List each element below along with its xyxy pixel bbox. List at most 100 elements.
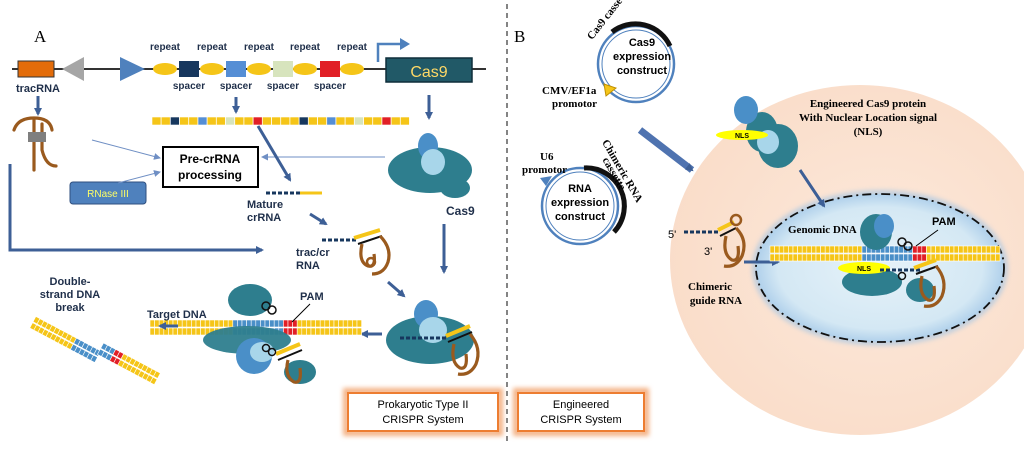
- dna-segment: [158, 327, 165, 336]
- repeat-label: repeat: [197, 42, 228, 53]
- rna-plasmid: [540, 165, 627, 246]
- spacer-label: spacer: [173, 81, 205, 92]
- cas9-gene-label: Cas9: [410, 64, 447, 81]
- dna-segment: [811, 253, 817, 262]
- dna-segment: [893, 253, 900, 262]
- pre-crrna-segment: [381, 116, 392, 126]
- tracrna-hairpin: [12, 116, 58, 172]
- dna-segment: [838, 245, 844, 254]
- repeat-labels: repeat repeat repeat repeat repeat: [150, 42, 368, 53]
- pre-crrna-segment: [326, 116, 337, 126]
- pre-crrna-segment: [243, 116, 254, 126]
- dna-segment: [875, 253, 881, 262]
- precrrna-label-2: processing: [178, 168, 242, 182]
- prokaryotic-system-box: [347, 392, 499, 432]
- pre-crrna-segment: [216, 116, 226, 126]
- dna-segment: [880, 253, 886, 262]
- trac-cr-rna-duplex: [322, 228, 391, 276]
- dna-segment: [356, 319, 362, 328]
- pre-crrna-segment: [252, 116, 263, 126]
- engineered-system-box: [517, 392, 645, 432]
- dna-segment: [861, 253, 867, 262]
- dna-segment: [967, 253, 973, 262]
- engineered-cas9-protein: [716, 96, 798, 168]
- dna-segment: [352, 319, 358, 328]
- cas9-gene: [385, 57, 473, 83]
- dna-segment: [870, 253, 877, 262]
- dna-segment: [847, 253, 854, 262]
- dna-segment: [232, 319, 238, 328]
- dna-segment: [944, 253, 950, 262]
- dna-segment: [926, 245, 932, 254]
- dna-segment: [834, 253, 840, 262]
- dna-segment: [223, 319, 229, 328]
- pre-crrna-segment: [160, 116, 171, 126]
- dna-segment: [838, 253, 844, 262]
- dna-segment: [195, 319, 201, 328]
- rnase-iii-box: [69, 181, 147, 205]
- dna-segment: [944, 245, 950, 254]
- dna-segment: [347, 319, 353, 328]
- dna-segment: [273, 319, 280, 328]
- cas9-protein-label: Cas9: [446, 204, 475, 218]
- dna-segment: [260, 319, 266, 328]
- dna-segment: [246, 319, 252, 328]
- dna-segment: [301, 327, 307, 336]
- dna-segment: [797, 245, 803, 254]
- dna-segment: [338, 319, 344, 328]
- panel-b-letter: B: [514, 27, 525, 46]
- spacer-4: [320, 61, 340, 77]
- pre-crrna-segment: [335, 116, 346, 126]
- dna-segment: [186, 319, 192, 328]
- dna-segment: [352, 327, 358, 336]
- dna-segment: [191, 319, 197, 328]
- dna-segment: [154, 327, 160, 336]
- dna-segment: [792, 245, 798, 254]
- dna-segment: [172, 327, 178, 336]
- dna-segment: [884, 253, 890, 262]
- dna-segment: [958, 245, 964, 254]
- repeat-label: repeat: [150, 42, 181, 53]
- u6-label-1: U6: [540, 151, 554, 163]
- dna-segment: [237, 319, 243, 328]
- prokaryotic-label-1: Prokaryotic Type II: [378, 399, 469, 411]
- spacer-label: spacer: [314, 81, 346, 92]
- dna-segment: [177, 327, 183, 336]
- pre-crrna-segment: [317, 116, 327, 126]
- dna-segment: [778, 253, 785, 262]
- dna-segment: [154, 319, 160, 328]
- chimeric-guide-label-2: guide RNA: [690, 295, 742, 307]
- dna-segment: [824, 253, 831, 262]
- dna-segment: [301, 319, 307, 328]
- dna-segment: [912, 245, 918, 254]
- promoter-triangle-grey: [62, 57, 84, 81]
- trac-cr-rna-label-2: RNA: [296, 260, 320, 272]
- mature-crrna-label-1: Mature: [247, 199, 283, 211]
- dna-segment: [820, 245, 826, 254]
- dna-segment: [806, 245, 812, 254]
- dna-segment: [310, 327, 316, 336]
- dna-segment: [995, 245, 1001, 254]
- dna-segment: [347, 327, 353, 336]
- dna-segment: [903, 253, 909, 262]
- dna-segment: [329, 327, 335, 336]
- dna-segment: [149, 376, 158, 386]
- dna-segment: [329, 319, 335, 328]
- dna-segment: [306, 327, 312, 336]
- dna-segment: [338, 327, 344, 336]
- dna-segment: [319, 319, 326, 328]
- dna-segment: [806, 253, 812, 262]
- pre-crrna-segment: [197, 116, 208, 126]
- dna-segment: [939, 253, 946, 262]
- dna-segment: [306, 319, 312, 328]
- dna-segment: [815, 253, 821, 262]
- dna-segment: [981, 253, 987, 262]
- dna-segment: [287, 327, 293, 336]
- nls-label-nucleus: NLS: [857, 266, 871, 273]
- dna-segment: [218, 319, 224, 328]
- dna-segment: [356, 327, 362, 336]
- dna-segment: [315, 327, 321, 336]
- engineered-label-2: With Nuclear Location signal: [799, 112, 937, 124]
- dna-segment: [985, 253, 992, 262]
- pre-crrna-segment: [308, 116, 318, 126]
